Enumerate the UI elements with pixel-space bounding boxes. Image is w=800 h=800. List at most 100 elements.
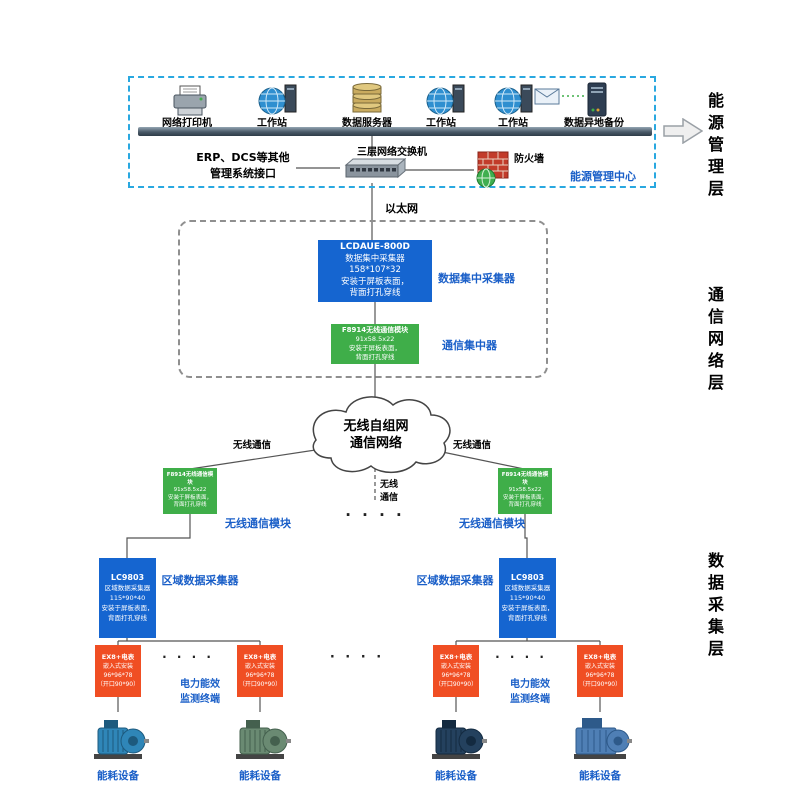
box-line: EX8+电表 [439, 653, 473, 661]
meter-box-1: EX8+电表 嵌入式安装 96*96*78 （开口90*90） [95, 645, 141, 697]
connector-module-collector-right [524, 514, 528, 558]
box-line: 安装于屏板表面， [101, 604, 154, 612]
region-collector-label-right: 区域数据采集器 [416, 574, 494, 587]
network-bus-bar [138, 127, 652, 136]
meter-box-4: EX8+电表 嵌入式安装 96*96*78 （开口90*90） [577, 645, 623, 697]
box-line: 96*96*78 [245, 672, 275, 679]
box-line: LC9803 [510, 573, 545, 582]
box-line: EX8+电表 [101, 653, 135, 661]
wireless-cloud-icon [312, 396, 451, 473]
box-line: 96*96*78 [103, 672, 133, 679]
data-concentrator-label: 数据集中采集器 [438, 272, 515, 285]
box-line: 嵌入式安装 [102, 663, 133, 670]
management-layer-frame [128, 76, 656, 188]
cloud-title-line2: 通信网络 [349, 436, 403, 451]
meter-box-2: EX8+电表 嵌入式安装 96*96*78 （开口90*90） [237, 645, 283, 697]
meter-terminal-label-left: 电力能效 监测终端 [180, 675, 220, 705]
box-line: 区域数据采集器 [504, 584, 551, 592]
box-line: （开口90*90） [434, 681, 478, 688]
wireless-link-label-left: 无线通信 [232, 440, 272, 451]
erp-interface-line2: 管理系统接口 [210, 167, 276, 180]
wireless-module-label-left: 无线通信模块 [225, 517, 291, 530]
backup-server-icon [586, 82, 608, 122]
box-line: 背面打孔穿线 [173, 502, 207, 509]
box-line: 安装于屏板表面， [501, 604, 554, 612]
workstation-icon [424, 82, 468, 120]
wireless-module-box-left: F8914无线通信模块 91x58.5x22 安装于屏板表面， 背面打孔穿线 [163, 468, 217, 514]
box-line: 91x58.5x22 [508, 487, 542, 494]
device-consumer-label: 能耗设备 [579, 770, 621, 782]
box-line: （开口90*90） [238, 681, 282, 688]
box-line: 91x58.5x22 [173, 487, 207, 494]
box-line: （开口90*90） [96, 681, 140, 688]
box-line: 安装于屏板表面， [502, 494, 547, 501]
motor-illustration [86, 712, 150, 766]
machine-illustration [568, 712, 632, 766]
box-line: 115*90*40 [109, 594, 146, 602]
device-label: 工作站 [426, 118, 456, 129]
erp-interface-line1: ERP、DCS等其他 [196, 151, 290, 164]
energy-center-label: 能源管理中心 [570, 170, 636, 183]
box-line: 安装于屏板表面， [167, 494, 212, 501]
comm-concentrator-label: 通信集中器 [442, 339, 497, 352]
box-line: 背面打孔穿线 [349, 288, 401, 299]
meter-terminal-line1: 电力能效 [510, 679, 550, 690]
box-line: （开口90*90） [578, 681, 622, 688]
communication-layer-frame [178, 220, 548, 378]
side-label-communication: 通信网络层 [705, 286, 724, 396]
flow-arrow-icon [663, 117, 704, 148]
box-line: F8914无线通信模块 [341, 326, 409, 334]
connector-module-collector-left [126, 514, 191, 558]
meter-terminal-label-right: 电力能效 监测终端 [510, 675, 550, 705]
meter-box-3: EX8+电表 嵌入式安装 96*96*78 （开口90*90） [433, 645, 479, 697]
device-consumer-label: 能耗设备 [435, 770, 477, 782]
box-line: F8914无线通信模块 [166, 472, 214, 486]
meter-terminal-line2: 监测终端 [510, 694, 550, 705]
wireless-link-label-right: 无线通信 [452, 440, 492, 451]
box-line: 嵌入式安装 [584, 663, 615, 670]
box-line: 115*90*40 [509, 594, 546, 602]
generator-illustration [228, 712, 292, 766]
meter-terminal-line2: 监测终端 [180, 694, 220, 705]
device-label: 网络打印机 [162, 118, 212, 129]
wireless-module-box-right: F8914无线通信模块 91x58.5x22 安装于屏板表面， 背面打孔穿线 [498, 468, 552, 514]
workstation-icon [492, 82, 536, 120]
meter-terminal-line1: 电力能效 [180, 679, 220, 690]
box-line: LC9803 [110, 573, 145, 582]
mail-icon [534, 88, 560, 109]
wireless-center-line1: 无线 [380, 480, 399, 490]
device-consumer-label: 能耗设备 [239, 770, 281, 782]
region-collector-label-left: 区域数据采集器 [161, 574, 239, 587]
side-label-acquisition: 数据采集层 [705, 552, 724, 662]
firewall-icon [474, 150, 512, 192]
database-server-icon [346, 82, 388, 120]
box-line: EX8+电表 [583, 653, 617, 661]
box-line: 背面打孔穿线 [108, 614, 147, 622]
box-line: EX8+电表 [243, 653, 277, 661]
switch-label: 三层网络交换机 [357, 147, 427, 158]
connector-cloud-left [189, 448, 323, 470]
device-consumer-label: 能耗设备 [97, 770, 139, 782]
box-line: 安装于屏板表面， [349, 344, 401, 352]
wireless-center-line2: 通信 [380, 493, 399, 503]
box-line: 96*96*78 [585, 672, 615, 679]
box-line: LCDAUE-800D [340, 242, 410, 253]
cloud-title-line1: 无线自组网 [343, 419, 409, 434]
box-line: F8914无线通信模块 [501, 472, 549, 486]
side-label-management: 能源管理层 [705, 92, 724, 202]
box-line: 安装于屏板表面， [340, 276, 409, 287]
workstation-icon [256, 82, 300, 120]
comm-concentrator-box: F8914无线通信模块 91x58.5x22 安装于屏板表面， 背面打孔穿线 [331, 324, 419, 364]
box-line: 背面打孔穿线 [355, 353, 395, 361]
ellipsis-dots: · · · · [345, 506, 405, 524]
data-concentrator-box: LCDAUE-800D 数据集中采集器 158*107*32 安装于屏板表面， … [318, 240, 432, 302]
firewall-label: 防火墙 [514, 154, 544, 165]
box-line: 96*96*78 [441, 672, 471, 679]
ellipsis-dots: · · · · [329, 650, 385, 665]
wireless-link-label-center: 无线 通信 [380, 477, 398, 503]
wireless-module-label-right: 无线通信模块 [459, 517, 525, 530]
network-switch-icon [340, 157, 407, 188]
device-label: 工作站 [257, 118, 287, 129]
